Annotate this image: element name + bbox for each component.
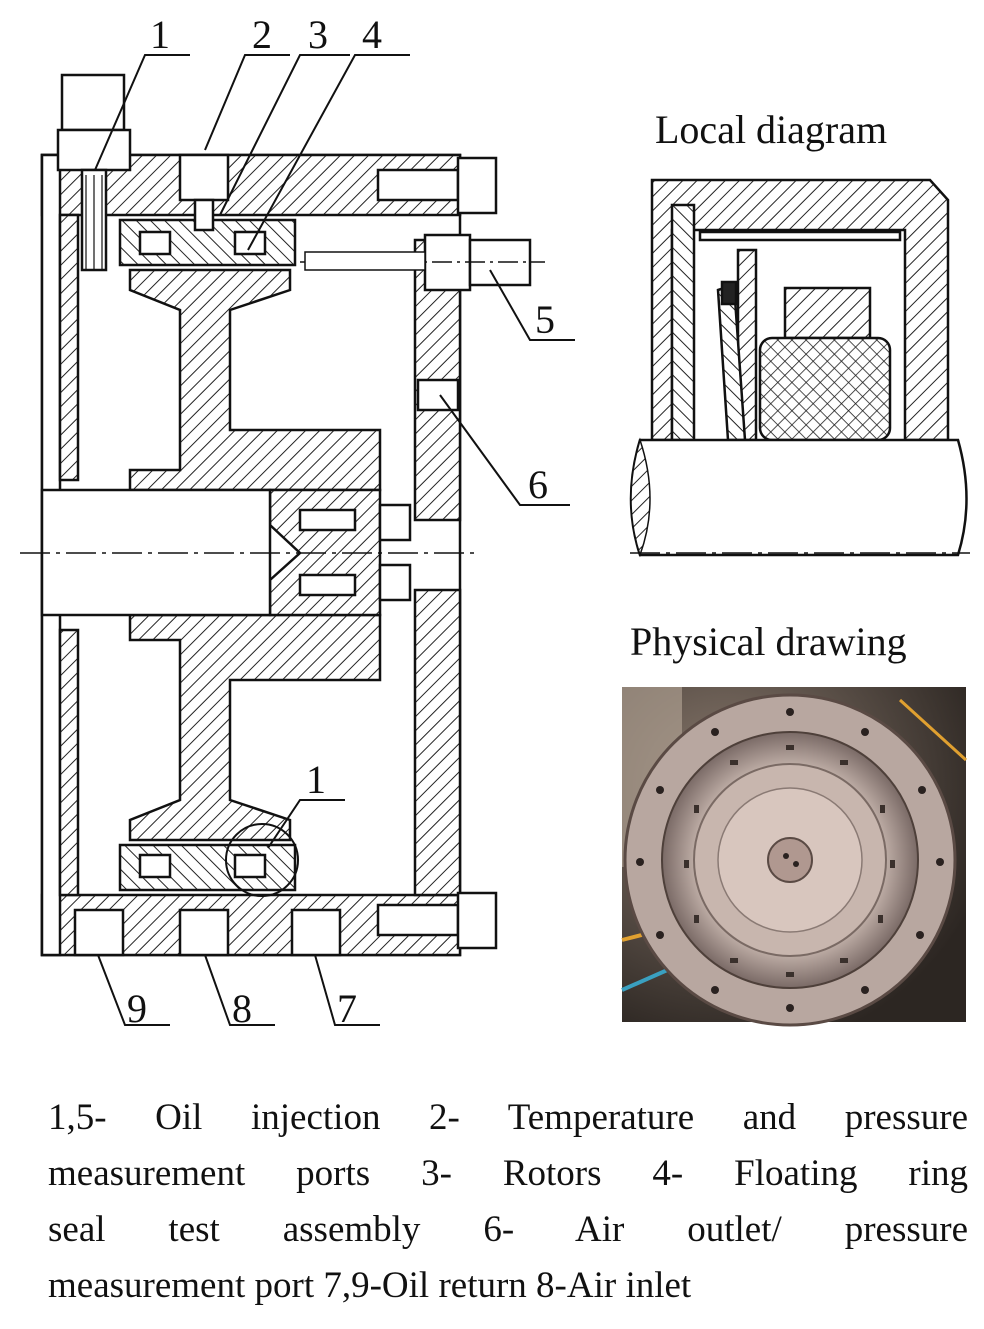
callout-9: 9 [127,986,147,1031]
port-8 [178,908,230,957]
caption-line-4: measurement port 7,9-Oil return 8-Air in… [48,1265,692,1306]
port-7 [290,908,342,957]
rotor-lower [128,613,382,842]
callout-labels: 1 2 3 4 5 6 1 9 8 7 [127,12,555,1031]
port-9 [73,908,125,957]
callout-5: 5 [535,297,555,342]
callout-7: 7 [337,986,357,1031]
callout-leaders [94,54,575,1026]
callout-1-top: 1 [150,12,170,57]
physical-photo [621,687,968,1027]
callout-8: 8 [232,986,252,1031]
callout-3: 3 [308,12,328,57]
port-2 [178,153,230,202]
rotor-upper [128,268,382,492]
local-diagram [629,178,970,558]
floating-ring [758,336,892,442]
caption-line-3: seal test assembly 6- Air outlet/ pressu… [48,1209,968,1250]
flange-hub [767,837,813,883]
oil-injector-1 [60,73,126,132]
callout-6: 6 [528,462,548,507]
main-section-view [20,73,545,957]
bolt-bottom-right [376,903,460,937]
callout-2: 2 [252,12,272,57]
caption-line-1: 1,5- Oil injection 2- Temperature and pr… [48,1097,968,1138]
local-shaft [629,438,968,557]
seal-body [783,286,872,340]
figure-caption: 1,5- Oil injection 2- Temperature and pr… [48,1090,968,1314]
callout-4: 4 [362,12,382,57]
seal-test-rig-diagram: 1 2 3 4 5 6 1 9 8 7 Local diagram Physic… [20,12,970,1031]
physical-drawing-title: Physical drawing [630,619,907,664]
detail-circle [225,823,299,897]
local-diagram-title: Local diagram [655,107,887,152]
caption-line-2: measurement ports 3- Rotors 4- Floating … [48,1153,968,1194]
callout-1-bottom: 1 [306,757,326,802]
bolt-top-right [376,168,460,202]
